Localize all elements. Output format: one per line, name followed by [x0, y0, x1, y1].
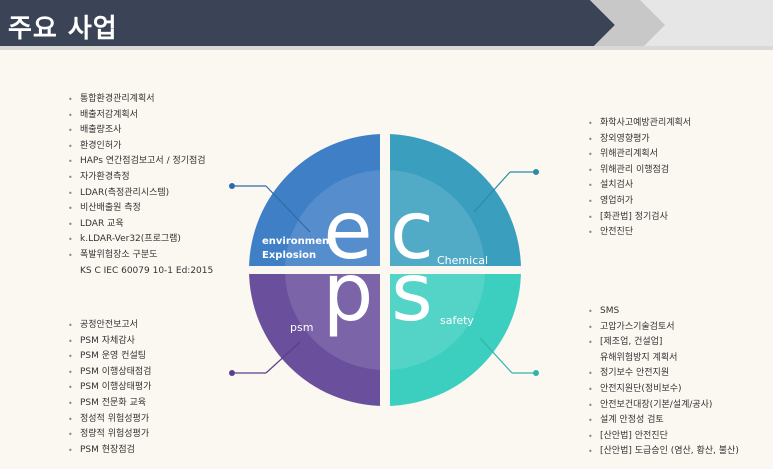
label-chemical: Chemical: [437, 254, 488, 267]
list-item: 자가환경측정: [68, 170, 213, 186]
list-item: 공정안전보고서: [68, 318, 151, 334]
service-list-environment: 통합환경관리계획서 배출저감계획서 배출량조사 환경인허가 HAPs 연간점검보…: [68, 92, 213, 279]
list-item: 폭발위험장소 구분도: [68, 248, 213, 264]
connector-dot-env: [229, 183, 235, 189]
connector-dot-psm: [229, 370, 235, 376]
list-item: PSM 이행상태평가: [68, 380, 151, 396]
list-item: 통합환경관리계획서: [68, 92, 213, 108]
label-psm: psm: [290, 321, 313, 334]
list-item: 비산배출원 측정: [68, 201, 213, 217]
page-title: 주요 사업: [8, 14, 118, 44]
list-item: 화학사고예방관리계획서: [588, 116, 691, 132]
service-list-chemical: 화학사고예방관리계획서 장외영향평가 위해관리계획서 위해관리 이행점검 설치검…: [588, 116, 691, 241]
list-item: SMS: [588, 304, 739, 320]
list-item: 배출저감계획서: [68, 108, 213, 124]
list-item-continuation: KS C IEC 60079 10-1 Ed:2015: [80, 265, 214, 276]
list-item: HAPs 연간점검보고서 / 정기점검: [68, 154, 213, 170]
connector-safety: [479, 337, 536, 374]
connector-dot-chem: [533, 169, 539, 175]
list-item: PSM 현장점검: [68, 443, 151, 459]
list-item: 설계 안정성 검토: [588, 413, 739, 429]
list-item: 정량적 위험성평가: [68, 427, 151, 443]
letter-c: c: [390, 184, 434, 277]
letter-s: s: [391, 246, 433, 339]
list-item: [산안법] 도급승인 (염산, 황산, 불산): [588, 444, 739, 460]
list-item: k.LDAR-Ver32(프로그램): [68, 232, 213, 248]
connector-env: [232, 185, 311, 233]
list-item: 안전진단: [588, 225, 691, 241]
list-item: 위해관리 이행점검: [588, 163, 691, 179]
list-item: 설치검사: [588, 178, 691, 194]
label-explosion: Explosion: [262, 250, 316, 261]
header-background: [0, 0, 773, 50]
list-item: PSM 이행상태점검: [68, 365, 151, 381]
list-item: 위해관리계획서: [588, 147, 691, 163]
list-item: 정성적 위험성평가: [68, 412, 151, 428]
label-safety: safety: [440, 314, 474, 327]
list-item: PSM 전문화 교육: [68, 396, 151, 412]
list-item: 배출량조사: [68, 123, 213, 139]
connector-psm: [232, 341, 301, 374]
list-item: PSM 운영 컨설팅: [68, 349, 151, 365]
list-item: PSM 자체감사: [68, 334, 151, 350]
list-item: 영업허가: [588, 194, 691, 210]
list-item: 장외영향평가: [588, 132, 691, 148]
list-item: LDAR 교육: [68, 217, 213, 233]
service-list-safety: SMS 고압가스기술검토서 [제조업, 건설업] 유해위험방지 계획서 정기보수…: [588, 304, 739, 460]
letter-e: e: [323, 184, 372, 277]
connector-dot-safety: [533, 370, 539, 376]
list-item: 환경인허가: [68, 139, 213, 155]
list-item: [산안법] 안전진단: [588, 429, 739, 445]
connector-chem: [473, 171, 536, 213]
list-item-continuation: 유해위험방지 계획서: [600, 352, 678, 363]
header-banner: 주요 사업: [0, 0, 773, 50]
list-item: 안전보건대장(기본/설계/공사): [588, 398, 739, 414]
label-environment: environment: [262, 236, 334, 247]
service-list-psm: 공정안전보고서 PSM 자체감사 PSM 운영 컨설팅 PSM 이행상태점검 P…: [68, 318, 151, 458]
list-item: 안전지원단(정비보수): [588, 382, 739, 398]
letter-p: p: [323, 246, 374, 339]
list-item: [화관법] 정기검사: [588, 210, 691, 226]
list-item: LDAR(측정관리시스템): [68, 186, 213, 202]
list-item: 고압가스기술검토서: [588, 320, 739, 336]
list-item: 정기보수 안전지원: [588, 366, 739, 382]
list-item: [제조업, 건설업]: [588, 335, 739, 351]
